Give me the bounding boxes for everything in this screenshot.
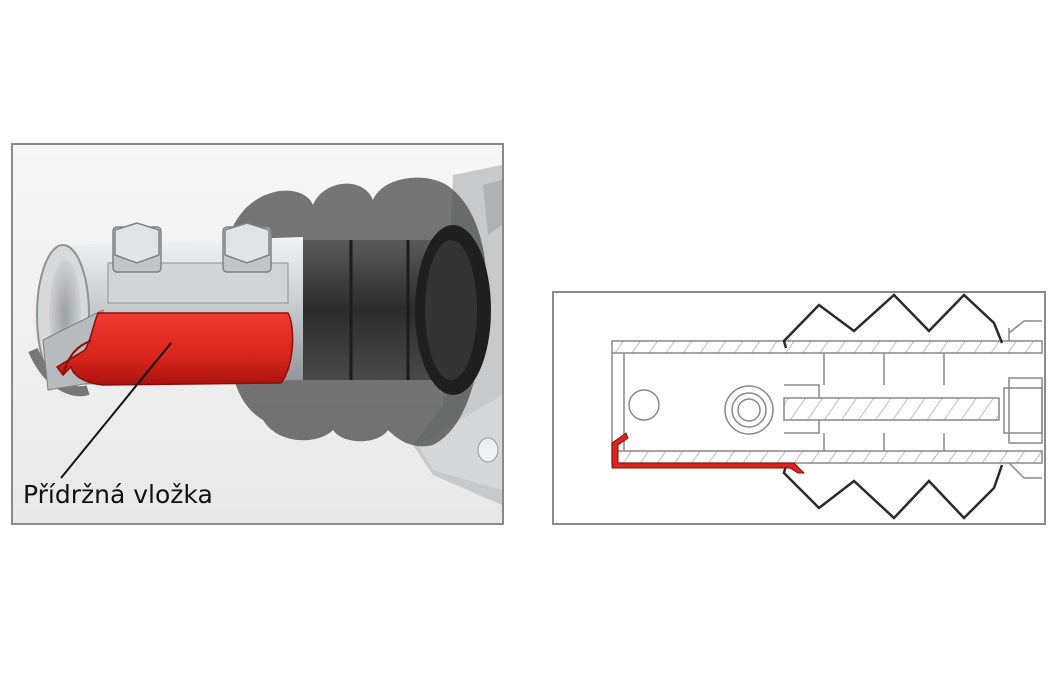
assembly-rendering bbox=[28, 165, 502, 505]
retaining-insert-section bbox=[611, 432, 806, 474]
cross-section-drawing bbox=[611, 293, 1043, 520]
callout-leader-line bbox=[60, 342, 172, 479]
bellows-outline bbox=[782, 293, 1004, 520]
callout-label: Přídržná vložka bbox=[23, 480, 213, 509]
tube-wall-bottom bbox=[611, 450, 1043, 464]
tube-wall-top bbox=[611, 340, 1043, 354]
shaft bbox=[783, 397, 1000, 421]
cross-section-panel bbox=[552, 291, 1046, 525]
hole-circle bbox=[628, 389, 660, 421]
bolt-circle-outer bbox=[724, 385, 774, 435]
render-panel: Přídržná vložka bbox=[11, 143, 504, 525]
retaining-insert-highlight bbox=[55, 312, 294, 386]
